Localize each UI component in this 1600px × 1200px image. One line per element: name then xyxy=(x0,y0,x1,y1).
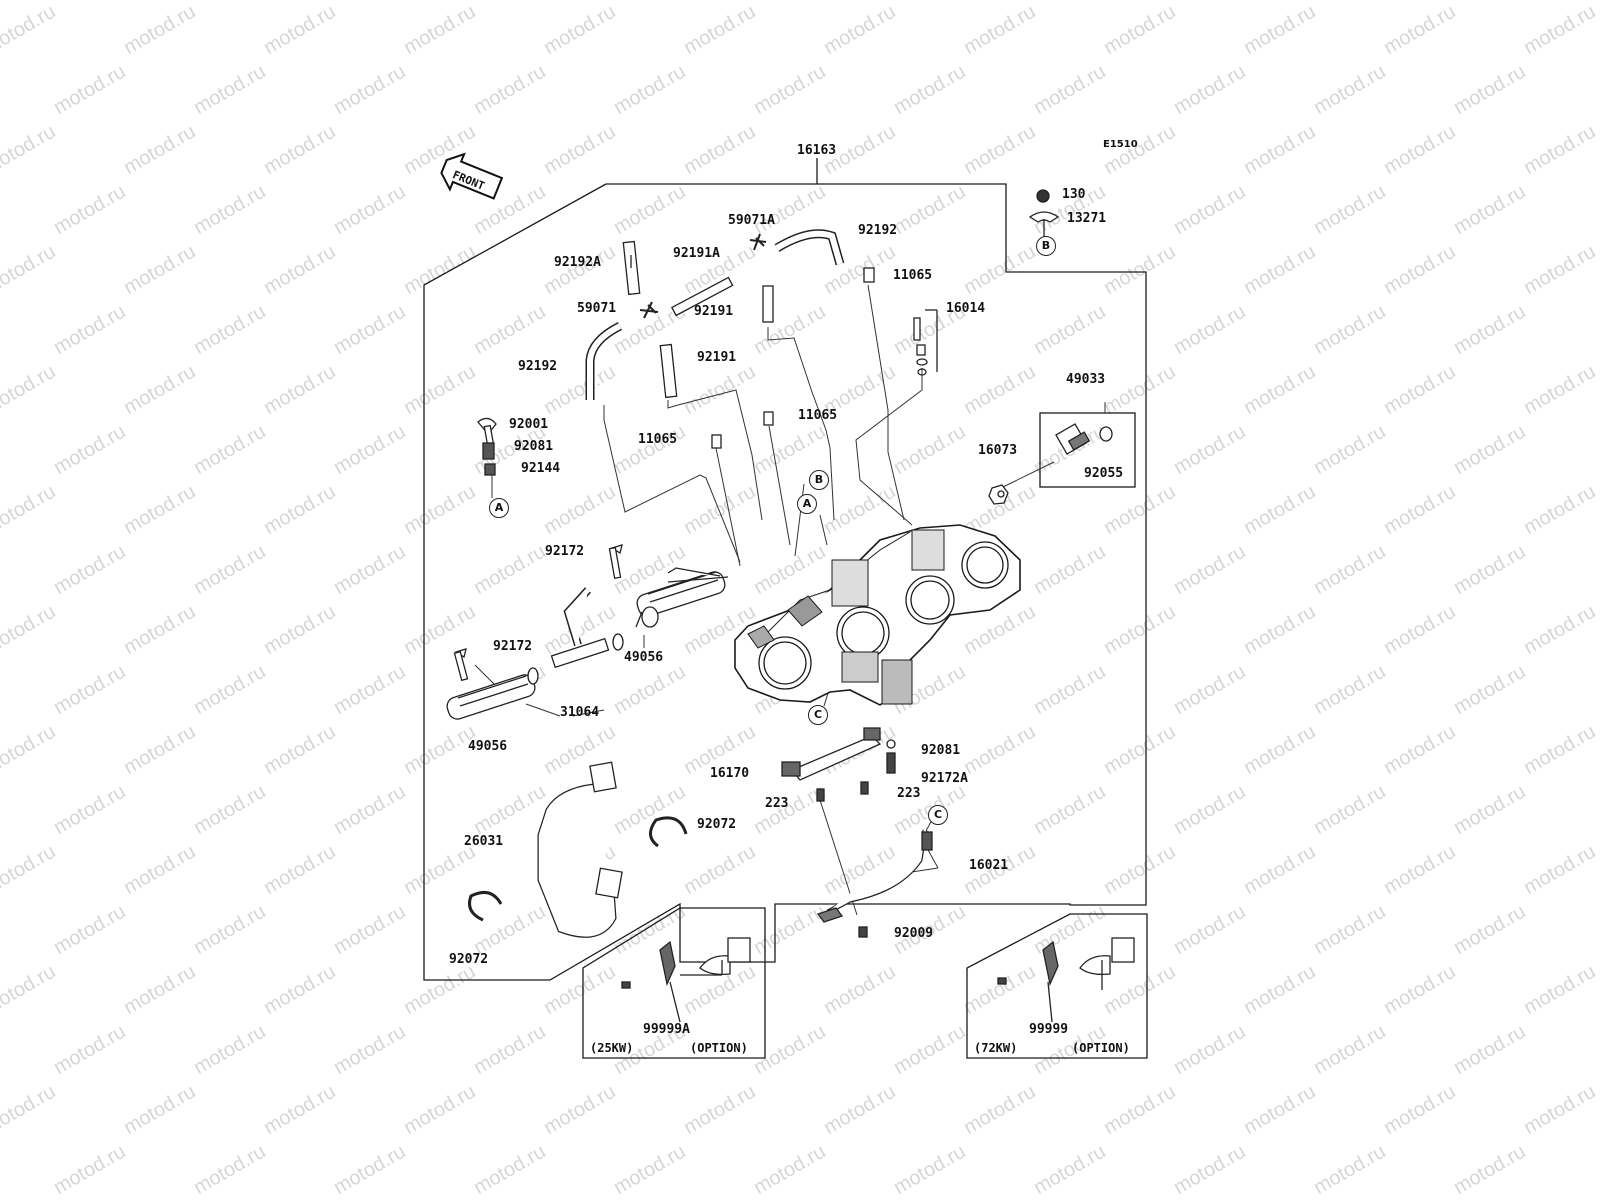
callout-59071: 59071 xyxy=(577,301,617,316)
callout-92191a: 92191A xyxy=(673,246,720,261)
clamps-92072 xyxy=(468,816,688,922)
clamp-13271 xyxy=(1028,189,1060,238)
callout-92001: 92001 xyxy=(509,417,549,432)
callout-99999a: 99999A xyxy=(643,1022,690,1037)
callout-49056-b: 49056 xyxy=(468,739,508,754)
ref-marker-c: C xyxy=(928,805,948,825)
callout-92072-b: 92072 xyxy=(449,952,489,967)
callout-59071a: 59071A xyxy=(728,213,775,228)
callout-16021: 16021 xyxy=(969,858,1009,873)
callout-31064: 31064 xyxy=(560,705,600,720)
option-box-25kw-option: (OPTION) xyxy=(690,1041,748,1055)
callout-92055: 92055 xyxy=(1084,466,1124,481)
callout-16073: 16073 xyxy=(978,443,1018,458)
callout-92081-left: 92081 xyxy=(514,439,554,454)
sensor-49033 xyxy=(1055,423,1113,455)
callout-92009: 92009 xyxy=(894,926,934,941)
callout-49033: 49033 xyxy=(1066,372,1106,387)
cable-16021 xyxy=(816,829,933,938)
option-box-72kw-power: (72KW) xyxy=(974,1041,1018,1055)
box-49033 xyxy=(1039,412,1136,488)
option-box-25kw-power: (25KW) xyxy=(590,1041,634,1055)
callout-130: 130 xyxy=(1062,187,1086,202)
fuel-rails xyxy=(446,544,729,720)
callout-92144: 92144 xyxy=(521,461,561,476)
assembly-outline xyxy=(423,183,1147,981)
callout-92191-b: 92191 xyxy=(697,350,737,365)
callout-223-b: 223 xyxy=(897,786,921,801)
leader-lines xyxy=(474,284,1106,916)
callout-92172a: 92172A xyxy=(921,771,968,786)
callout-16163: 16163 xyxy=(797,143,837,158)
callout-11065-top: 11065 xyxy=(893,268,933,283)
throttle-bodies xyxy=(734,524,1021,706)
diagram-code: E1510 xyxy=(1103,139,1138,150)
callout-92172-a: 92172 xyxy=(545,544,585,559)
ref-marker-a: A xyxy=(797,494,817,514)
ref-marker-b: B xyxy=(809,470,829,490)
callout-11065-mid: 11065 xyxy=(798,408,838,423)
callout-26031: 26031 xyxy=(464,834,504,849)
callout-92072-a: 92072 xyxy=(697,817,737,832)
callout-99999: 99999 xyxy=(1029,1022,1069,1037)
front-arrow-shape xyxy=(440,152,504,200)
option-box-72kw-option: (OPTION) xyxy=(1072,1041,1130,1055)
callout-92081-right: 92081 xyxy=(921,743,961,758)
callout-92191-a: 92191 xyxy=(694,304,734,319)
screws-left xyxy=(477,417,497,476)
callout-92192-top: 92192 xyxy=(858,223,898,238)
option-box-25kw xyxy=(582,907,766,1059)
harness-26031 xyxy=(537,761,623,938)
link-16170 xyxy=(781,727,896,802)
nut-16073 xyxy=(988,484,1009,505)
callout-16170: 16170 xyxy=(710,766,750,781)
callout-13271: 13271 xyxy=(1067,211,1107,226)
callout-92172-b: 92172 xyxy=(493,639,533,654)
callout-223-a: 223 xyxy=(765,796,789,811)
callout-92192-left: 92192 xyxy=(518,359,558,374)
ref-marker-b: B xyxy=(1036,236,1056,256)
callout-11065-left: 11065 xyxy=(638,432,678,447)
callout-49056-a: 49056 xyxy=(624,650,664,665)
ref-marker-c: C xyxy=(808,705,828,725)
callout-92192a: 92192A xyxy=(554,255,601,270)
ref-marker-a: A xyxy=(489,498,509,518)
injector-parts xyxy=(913,309,938,376)
option-parts xyxy=(621,937,1135,1023)
option-box-72kw xyxy=(966,913,1148,1059)
callout-16014: 16014 xyxy=(946,301,986,316)
vacuum-hoses xyxy=(585,229,875,449)
